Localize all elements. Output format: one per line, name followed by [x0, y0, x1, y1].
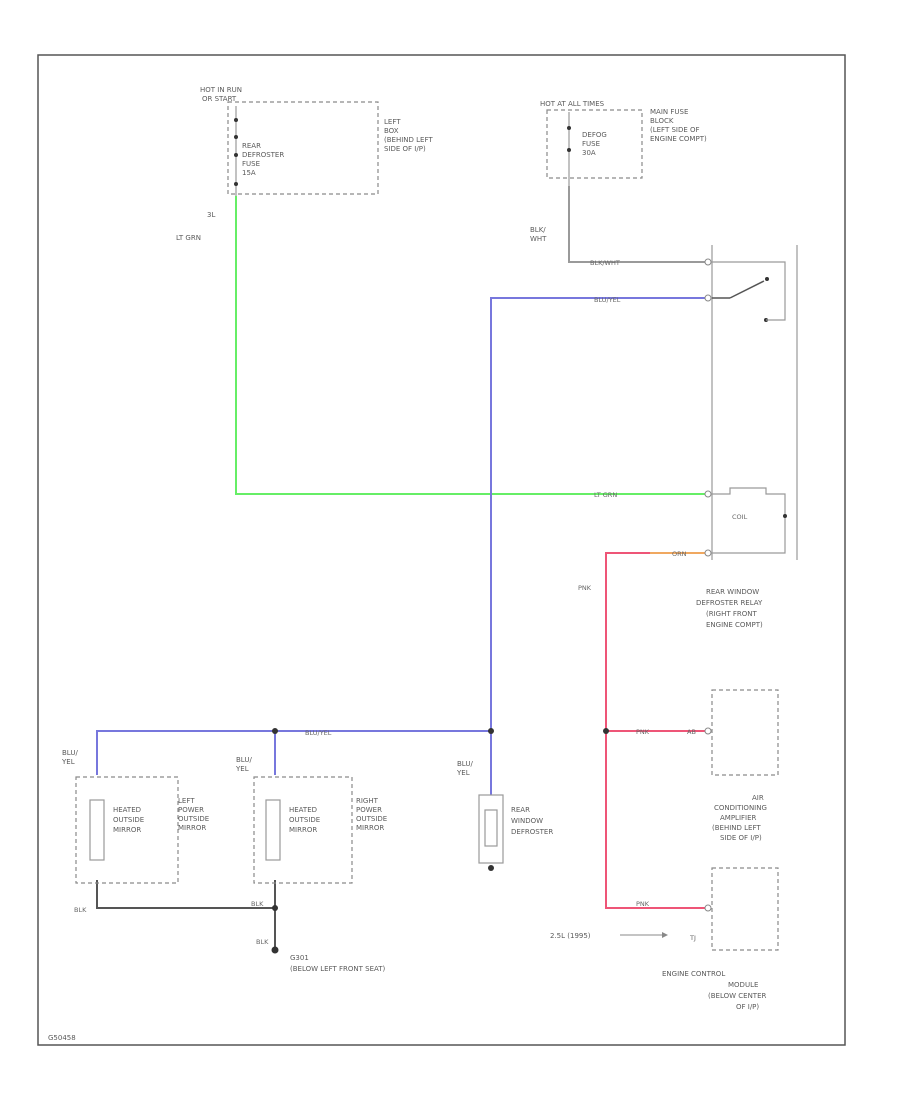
- pnk-wire-label: PNK: [578, 584, 592, 592]
- blu-yel-mid-label: BLU/YEL: [235, 756, 252, 773]
- main-fuse-block-outline: [546, 109, 643, 179]
- wire-blk-ground: [96, 880, 275, 909]
- left-box-outline: [227, 101, 379, 195]
- orn-wire-label: ORN: [672, 550, 687, 558]
- hot-at-all-times-label: HOT AT ALL TIMES: [540, 100, 605, 108]
- splice-blk: [272, 905, 278, 911]
- ground-g301: BLK G301(BELOW LEFT FRONT SEAT): [256, 938, 386, 973]
- splice-pnk: [603, 728, 609, 734]
- right-mirror-outline: [253, 776, 353, 884]
- ecm-pin-label: TJ: [689, 934, 696, 942]
- blk-wht-vertical-label: BLK/WHT: [530, 226, 547, 243]
- blk-left-label: BLK: [74, 906, 87, 914]
- ecm-outline: [711, 867, 779, 951]
- pnk-ac-wire-label: PNK: [636, 728, 650, 736]
- lt-grn-h-wire-label: LT GRN: [594, 491, 617, 499]
- wire-blk-wht: [568, 186, 708, 263]
- splice-blu-yel: [488, 728, 494, 734]
- lt-grn-wire-label: LT GRN: [176, 234, 201, 242]
- blu-yel-wire-label: BLU/YEL: [594, 296, 621, 304]
- pnk-ecm-wire-label: PNK: [636, 900, 650, 908]
- pin-3l-label: 3L: [207, 211, 215, 219]
- rear-defroster-grid: [478, 794, 504, 864]
- blu-yel-bottom-label: BLU/YEL: [305, 729, 332, 737]
- wire-blu-yel-bus: [96, 730, 491, 775]
- left-mirror-outline: [75, 776, 179, 884]
- ground-icon: [271, 946, 279, 954]
- diagram-frame: [37, 54, 846, 1046]
- figure-id: G50458: [48, 1034, 76, 1042]
- right-mirror-heater-element: [265, 799, 281, 861]
- blk-ground-label: BLK: [256, 938, 269, 946]
- blu-yel-left-label: BLU/YEL: [61, 749, 78, 766]
- ac-pin-label: AB: [687, 728, 696, 736]
- coil-label: COIL: [732, 513, 748, 521]
- blk-wht-wire-label: BLK/WHT: [590, 259, 620, 267]
- blu-yel-rd-label: BLU/YEL: [456, 760, 473, 777]
- engine-control-module: TJ 2.5L (1995) ENGINE CONTROLMODULE(BELO…: [550, 867, 779, 1011]
- left-mirror-heater-element: [89, 799, 105, 861]
- ac-amplifier-outline: [711, 689, 779, 776]
- splice-blu-yel-left: [272, 728, 278, 734]
- ecm-note-label: 2.5L (1995): [550, 932, 591, 940]
- blk-right-label: BLK: [251, 900, 264, 908]
- wire-blu-yel-main: [490, 297, 708, 731]
- ground-label: G301(BELOW LEFT FRONT SEAT): [290, 954, 386, 973]
- wire-lt-grn: [235, 196, 708, 495]
